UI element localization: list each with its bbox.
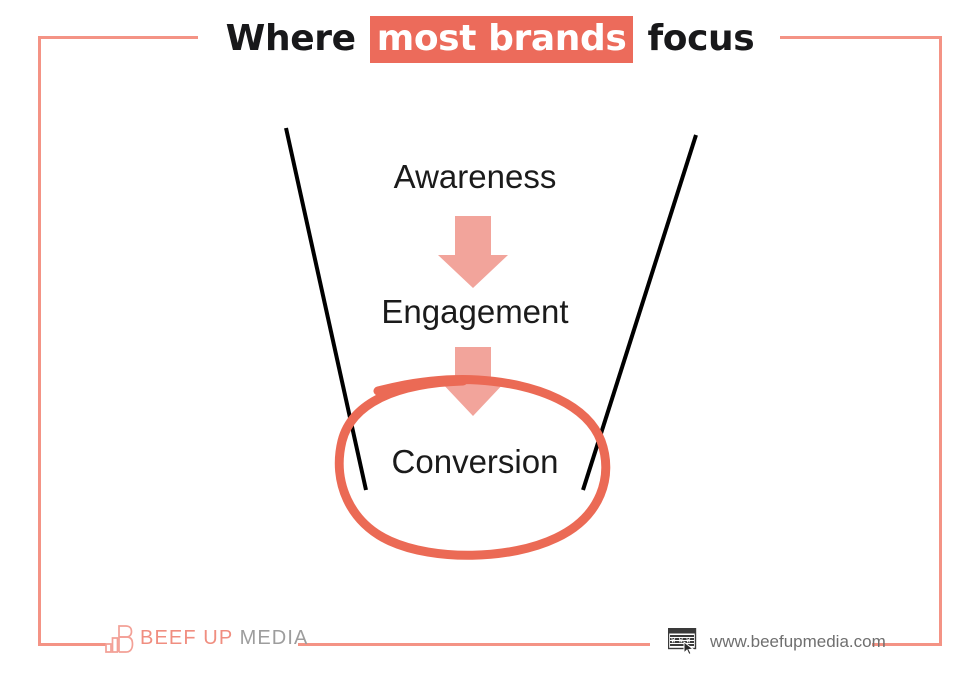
svg-text:W: W bbox=[679, 638, 683, 645]
svg-text:W: W bbox=[672, 638, 676, 645]
footer-brand-name: BEEF UP bbox=[140, 626, 233, 649]
frame-line-right bbox=[939, 36, 942, 646]
stage-label-engagement: Engagement bbox=[381, 293, 569, 330]
frame-line-top-left bbox=[38, 36, 198, 39]
frame-line-bottom-middle bbox=[298, 643, 650, 646]
funnel-wall-left bbox=[284, 127, 368, 491]
funnel-wall-right bbox=[581, 134, 698, 491]
title-text-before: Where bbox=[225, 18, 368, 59]
arrow-awareness-to-engagement bbox=[438, 216, 508, 288]
stage-label-conversion: Conversion bbox=[391, 443, 559, 480]
stage-label-awareness: Awareness bbox=[393, 158, 557, 195]
bar-chart-b-logo-icon bbox=[105, 625, 134, 653]
svg-text:W: W bbox=[687, 638, 691, 645]
footer-brand-logo: BEEF UP MEDIA bbox=[104, 622, 308, 654]
frame-line-left bbox=[38, 36, 41, 646]
footer-website[interactable]: W W W www.beefupmedia.com bbox=[668, 628, 886, 655]
frame-line-bottom-left bbox=[38, 643, 106, 646]
conversion-highlight-circle bbox=[334, 375, 611, 560]
footer-brand-text: BEEF UP MEDIA bbox=[140, 627, 308, 650]
frame-line-top-right bbox=[780, 36, 942, 39]
footer-url-text[interactable]: www.beefupmedia.com bbox=[710, 631, 886, 651]
slide-title: Where most brands focus bbox=[0, 16, 980, 63]
title-text-after: focus bbox=[635, 18, 755, 59]
title-highlight: most brands bbox=[369, 16, 634, 63]
footer-brand-sub-text: MEDIA bbox=[239, 626, 309, 649]
frame-line-bottom-right bbox=[872, 643, 942, 646]
browser-www-cursor-icon: W W W bbox=[668, 628, 697, 655]
footer-brand-sub bbox=[233, 627, 240, 649]
